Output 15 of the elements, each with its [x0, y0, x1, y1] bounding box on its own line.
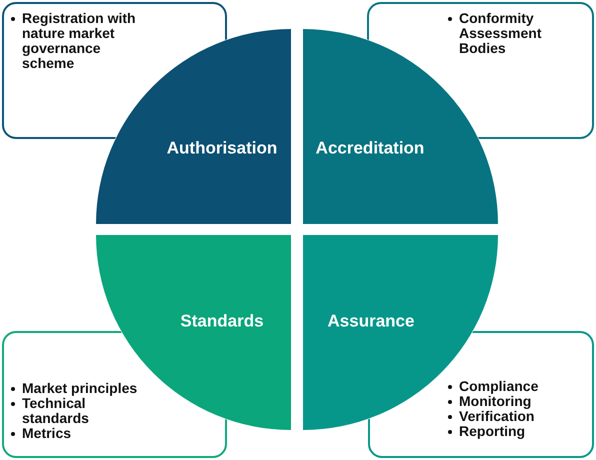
segment-label: Standards	[180, 312, 264, 330]
info-card	[2, 331, 227, 458]
segment-label: Assurance	[328, 312, 414, 330]
bullet-item: Reporting	[459, 424, 526, 439]
bullet-item: Market principles	[22, 381, 138, 396]
bullet-item: Compliance	[459, 379, 540, 394]
bullet-item: Metrics	[22, 426, 72, 441]
bullet-item: Registration with nature market governance scheme	[22, 11, 137, 71]
bullet-item: Conformity Assessment Bodies	[459, 11, 542, 56]
segment-label: Authorisation	[166, 140, 278, 156]
info-card	[368, 331, 594, 458]
bullet-item: Verification	[459, 409, 536, 424]
segment-label: Accreditation	[316, 140, 424, 156]
bullet-item: Technical standards	[22, 396, 89, 426]
bullet-item: Monitoring	[459, 394, 532, 409]
